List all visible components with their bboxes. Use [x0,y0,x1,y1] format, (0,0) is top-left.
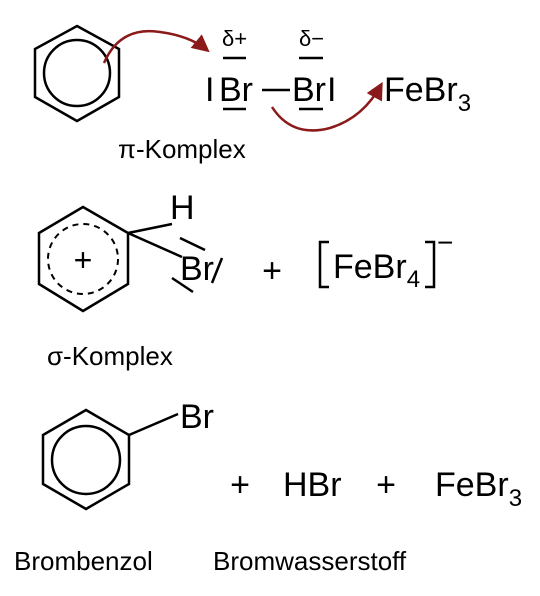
hydrogen-label: H [170,189,195,227]
positive-charge-in-ring: + [74,242,93,278]
negative-charge-label: − [437,227,453,258]
delta-plus-label: δ+ [222,26,247,51]
electron-arrow-ring-to-br [102,29,210,64]
bracket-left [318,240,329,289]
c-h-bond [127,222,173,235]
bromine-right-label: Br [292,71,326,109]
plus-sign-3: + [376,466,396,504]
bracket-right [425,240,436,289]
sigma-bromine-label: Br [180,250,214,288]
benzene-ring-1 [33,24,121,123]
bromine-molecule: I Br Br I [205,56,336,111]
electron-arrow-br-to-febr3 [270,81,383,132]
lone-pair-bar-right [210,257,224,284]
iron-tribromide-product-label: FeBr3 [435,466,522,512]
sigma-complex-label: σ-Komplex [47,341,173,371]
plus-sign-1: + [262,252,282,290]
benzene-ring-3 [41,408,131,511]
lewis-bar-left: I [205,71,214,109]
bromobenzene-label: Brombenzol [14,546,153,576]
hydrogen-bromide-label: HBr [283,466,342,504]
delta-minus-label: δ− [299,26,324,51]
plus-sign-2: + [230,466,250,504]
bromobenzene-br-label: Br [180,398,214,436]
hydrogen-bromide-name-label: Bromwasserstoff [213,546,407,576]
delocalized-charge-circle [47,223,119,295]
iron-tribromide-label: FeBr3 [384,71,471,117]
tetrabromoferrate-label: FeBr4 [333,248,420,293]
bromine-left-label: Br [219,71,253,109]
c-br-bond-product [128,412,179,437]
pi-complex-label: π-Komplex [118,134,246,164]
lone-pair-bar-upper-left [179,236,206,252]
tetrabromoferrate-complex: FeBr4 − [318,227,453,293]
lewis-bar-right: I [327,71,336,109]
lone-pair-bar-lower-left [171,276,194,294]
c-br-bond [127,231,183,259]
